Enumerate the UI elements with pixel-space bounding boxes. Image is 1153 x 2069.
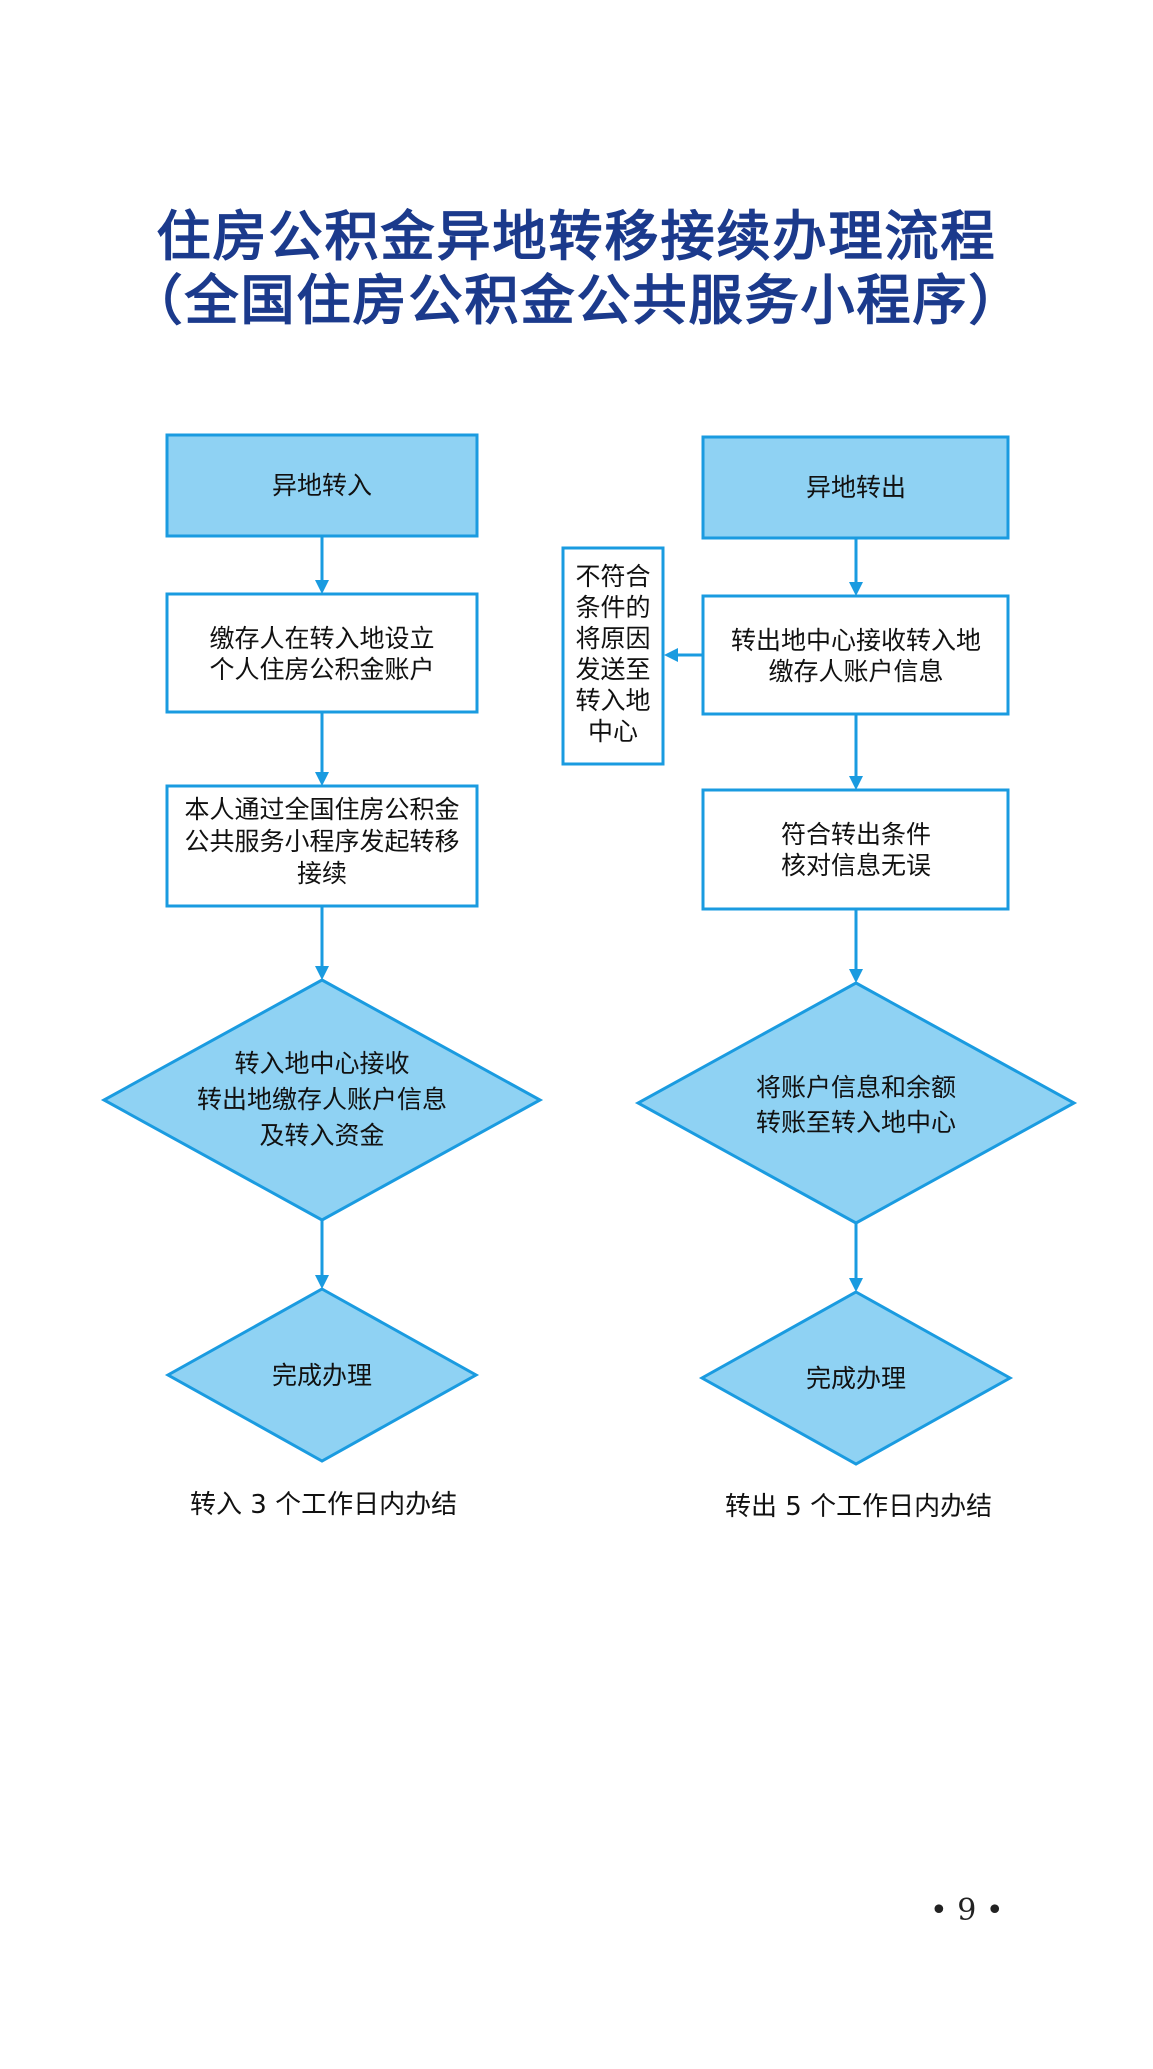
right-reject-line4: 发送至 xyxy=(575,655,650,684)
right-reject-line3: 将原因 xyxy=(575,624,650,653)
right-decision-line2: 转账至转入地中心 xyxy=(756,1108,956,1137)
left-decision-line2: 转出地缴存人账户信息 xyxy=(197,1085,447,1114)
left-end-diamond xyxy=(164,1287,480,1463)
left-start-label: 异地转入 xyxy=(272,471,372,500)
right-duration-note: 转出 5 个工作日内办结 xyxy=(725,1492,993,1522)
page-title: 住房公积金异地转移接续办理流程 xyxy=(156,204,997,268)
right-step2-line2: 核对信息无误 xyxy=(781,851,931,880)
right-start-label: 异地转出 xyxy=(806,473,906,502)
page-number: • 9 • xyxy=(930,1893,1004,1928)
right-step1-line1: 转出地中心接收转入地 xyxy=(731,626,981,655)
left-step2-line3: 接续 xyxy=(297,859,347,888)
right-reject-box xyxy=(561,546,665,766)
right-end-label: 完成办理 xyxy=(806,1364,906,1393)
right-decision-diamond xyxy=(634,981,1078,1225)
left-decision-line1: 转入地中心接收 xyxy=(234,1049,409,1078)
right-end-diamond xyxy=(698,1290,1014,1466)
right-reject-line2: 条件的 xyxy=(575,593,650,622)
left-decision-line3: 及转入资金 xyxy=(259,1121,384,1150)
right-reject-line5: 转入地 xyxy=(575,686,650,715)
left-step1-line1: 缴存人在转入地设立 xyxy=(209,624,434,653)
left-step2-line2: 公共服务小程序发起转移 xyxy=(184,827,459,856)
right-step1-line2: 缴存人账户信息 xyxy=(768,657,943,686)
right-decision-line1: 将账户信息和余额 xyxy=(756,1073,956,1102)
page-subtitle: （全国住房公积金公共服务小程序） xyxy=(128,268,1025,332)
right-step1-box xyxy=(701,594,1010,716)
left-step1-box xyxy=(165,592,479,714)
right-reject-line6: 中心 xyxy=(588,717,638,746)
left-step1-line2: 个人住房公积金账户 xyxy=(209,655,434,684)
left-step2-line1: 本人通过全国住房公积金 xyxy=(184,795,459,824)
right-reject-line1: 不符合 xyxy=(575,562,650,591)
right-start-box xyxy=(701,435,1010,540)
left-duration-note: 转入 3 个工作日内办结 xyxy=(190,1490,458,1520)
left-end-label: 完成办理 xyxy=(272,1361,372,1390)
right-step2-box xyxy=(701,788,1010,911)
right-step2-line1: 符合转出条件 xyxy=(781,820,931,849)
